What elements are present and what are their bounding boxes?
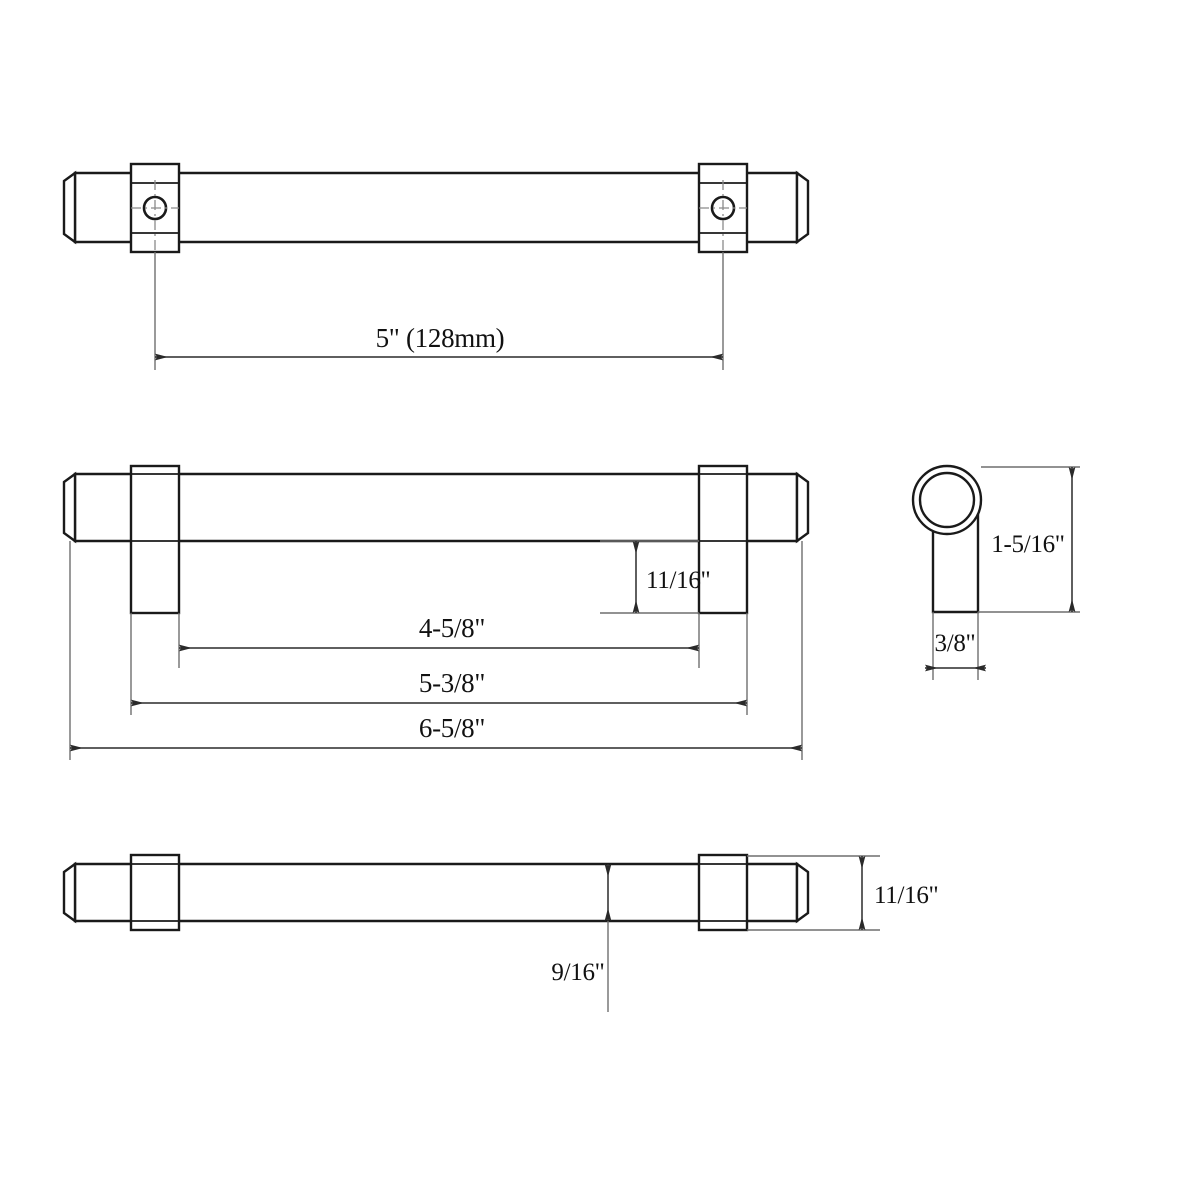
bar-diameter-dimension-label: 9/16" [551, 959, 604, 986]
bottom-view-left-end-cap [62, 861, 77, 924]
front-view-bar-body [73, 472, 799, 543]
top-view-left-end-cap [62, 170, 77, 245]
outer-span-dimension-label: 5-3/8" [419, 668, 485, 698]
bottom-view-left-post [129, 853, 181, 932]
bottom-view: 9/16" 11/16" [62, 853, 939, 1012]
inner-span-dimension-label: 4-5/8" [419, 613, 485, 643]
top-view-bar-body [73, 171, 799, 244]
front-view-right-post [697, 464, 749, 615]
front-view-left-end-cap [62, 471, 77, 544]
post-height-dimension-label: 11/16" [874, 882, 938, 909]
center-to-center-dimension-label: 5" (128mm) [376, 323, 505, 353]
top-view: 5" (128mm) [62, 162, 810, 370]
bottom-view-right-end-cap [795, 861, 810, 924]
projection-dimension-label: 11/16" [646, 567, 710, 594]
front-view-left-post [129, 464, 181, 615]
post-width-dimension-label: 3/8" [935, 630, 976, 657]
overall-length-dimension-label: 6-5/8" [419, 713, 485, 743]
end-view-inner-circle [918, 471, 976, 529]
bottom-view-bar-body [73, 862, 799, 923]
top-view-right-end-cap [795, 170, 810, 245]
bottom-view-right-post [697, 853, 749, 932]
front-view-right-end-cap [795, 471, 810, 544]
end-view: 1-5/16" 3/8" [911, 464, 1080, 680]
overall-height-dimension-label: 1-5/16" [991, 531, 1064, 558]
front-view: 11/16" 4-5/8" 5-3/8" 6-5/8" [62, 464, 810, 760]
